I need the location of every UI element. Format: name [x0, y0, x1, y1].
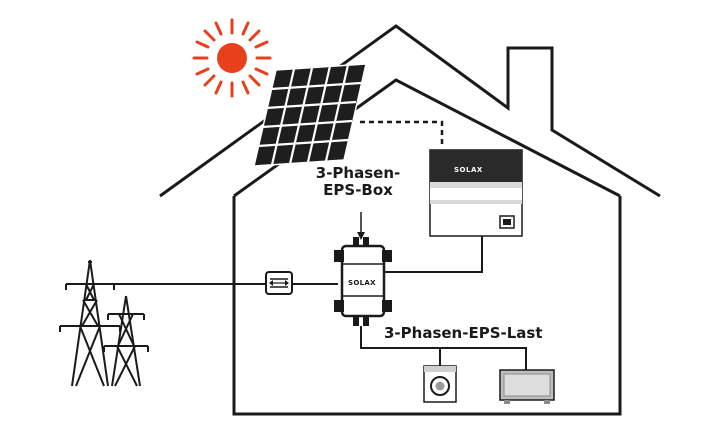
power-pylon-icon	[59, 259, 121, 387]
inverter-brand-logo: SOLAX	[454, 166, 483, 174]
load-wires	[360, 326, 527, 370]
appliance-icon	[499, 369, 555, 404]
power-pylon-icon	[103, 295, 149, 387]
label-pointer-arrow	[357, 212, 365, 240]
eps-box-label-line-2: EPS-Box	[323, 181, 393, 199]
inverter-icon	[429, 149, 523, 237]
inverter-to-box-wire	[384, 236, 483, 273]
eps-box-brand-logo: SOLAX	[348, 279, 376, 287]
dc-link-dashed	[360, 120, 444, 148]
sun-icon	[192, 18, 272, 98]
meter-icon	[265, 271, 293, 295]
eps-load-label: 3-Phasen-EPS-Last	[384, 324, 543, 342]
eps-box-icon	[334, 237, 392, 326]
eps-box-label: 3-Phasen- EPS-Box	[300, 165, 416, 199]
washing-machine-icon	[423, 365, 457, 403]
eps-box-label-line-1: 3-Phasen-	[315, 164, 401, 182]
house-outline	[159, 24, 661, 416]
solar-panel-icon	[253, 63, 367, 167]
